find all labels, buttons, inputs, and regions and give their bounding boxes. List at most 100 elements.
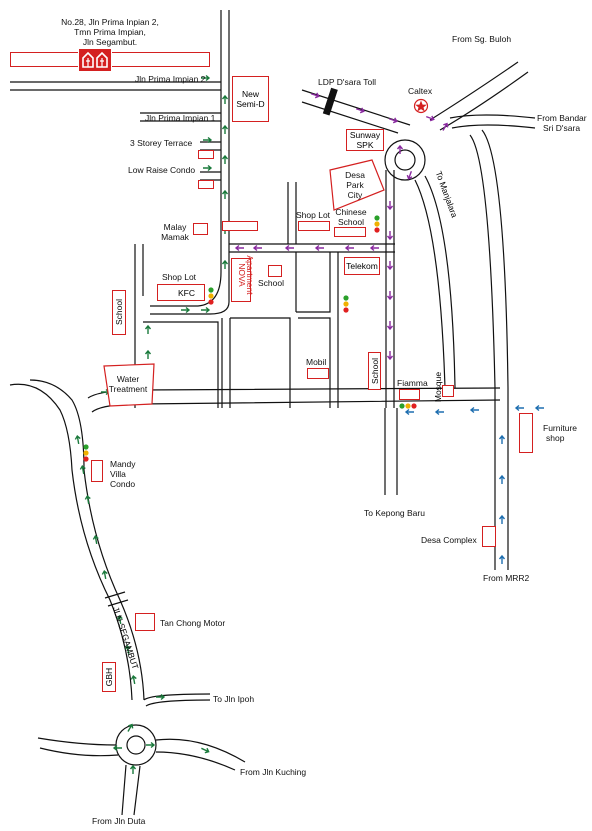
traffic-light-lamp [343, 307, 349, 313]
arrow-purple [386, 291, 394, 301]
plot-shop-lot-top [298, 221, 330, 231]
landmark-kfc: KFC [157, 284, 205, 301]
landmark-furniture-1: Furniture [543, 423, 578, 433]
landmark-mandy-2: Villa [110, 469, 126, 479]
road-main-vertical-right [150, 10, 230, 315]
traffic-light-lamp [83, 444, 89, 450]
arrow-green [130, 674, 137, 685]
traffic-light-lamp [405, 403, 411, 409]
arrow-green [144, 349, 152, 359]
road-ldp-south [301, 101, 399, 134]
arrow-green [201, 747, 210, 754]
arrow-purple [344, 244, 354, 252]
plot-mosque [442, 385, 454, 397]
arrow-blue [434, 408, 444, 416]
arrow-blue [498, 514, 506, 524]
arrow-purple [442, 122, 449, 131]
arrow-purple [355, 107, 365, 114]
arrow-green [101, 569, 108, 580]
arrow-purple [284, 244, 294, 252]
traffic-light-lamp [374, 227, 380, 233]
arrow-purple [386, 201, 394, 211]
roads [9, 10, 536, 816]
plot-chinese-school [334, 227, 366, 237]
traffic-light-lamp [399, 403, 405, 409]
address-line-2: Tmn Prima Impian, [74, 27, 146, 37]
arrow-purple [386, 351, 394, 361]
arrow-purple [406, 171, 413, 180]
landmark-school-left-label: School [114, 299, 124, 325]
road-block-mid-2 [298, 317, 331, 408]
landmark-water-2: Treatment [108, 384, 148, 394]
road-block-vertical [221, 318, 231, 408]
road-block-east [295, 252, 331, 313]
arrow-green [221, 124, 229, 134]
arrow-purple [234, 244, 244, 252]
traffic-light-lamp [374, 215, 380, 221]
arrow-purple [386, 261, 394, 271]
traffic-light-lamp [411, 403, 417, 409]
landmark-school-small: School [258, 278, 284, 288]
landmark-mandy-1: Mandy [110, 459, 136, 469]
landmark-gbh [102, 662, 116, 692]
road-label-bandar-2: Sri D'sara [543, 123, 581, 133]
rail-crossing [104, 591, 129, 607]
road-segambut-west [9, 383, 133, 701]
road-sw [37, 737, 119, 757]
landmark-kfc-label: KFC [178, 288, 195, 298]
landmark-sunway-line-2: SPK [356, 140, 374, 150]
arrow-purple [386, 321, 394, 331]
arrow-green [201, 74, 211, 82]
road-label-mrr2: From MRR2 [483, 573, 530, 583]
arrow-green [203, 164, 213, 172]
landmark-low-raise-condo: Low Raise Condo [128, 165, 196, 175]
landmark-mandy-3: Condo [110, 479, 136, 489]
arrow-green [181, 306, 191, 314]
arrow-green [221, 259, 229, 269]
landmark-school-left [112, 290, 126, 335]
traffic-light-lamp [208, 293, 214, 299]
traffic-light-lamp [208, 299, 214, 305]
plot-desa-complex [482, 526, 496, 547]
arrow-green [127, 723, 134, 732]
arrow-purple [396, 144, 404, 154]
arrow-green [74, 434, 81, 445]
arrow-purple [310, 92, 320, 99]
plot-terrace [198, 150, 214, 159]
road-mrr2 [469, 129, 509, 570]
road-manjalara-west [385, 170, 395, 408]
arrow-green [156, 693, 166, 701]
road-condo [200, 171, 221, 181]
caltex-logo [413, 98, 429, 114]
traffic-light-lamp [208, 287, 214, 293]
landmark-mobil: Mobil [306, 357, 327, 367]
landmark-caltex: Caltex [408, 86, 433, 96]
traffic-light-lamp [374, 221, 380, 227]
landmark-chinese-school-2: School [338, 217, 364, 227]
landmark-chinese-school-1: Chinese [335, 207, 367, 217]
plot-school-small [268, 265, 282, 277]
address-line-1: No.28, Jln Prima Inpian 2, [61, 17, 159, 27]
landmark-gbh-label: GBH [104, 667, 114, 687]
arrow-green [84, 494, 91, 505]
roundabout-south-inner [126, 735, 146, 755]
road-terrace [200, 141, 221, 151]
arrow-blue [498, 434, 506, 444]
arrow-purple [388, 117, 398, 124]
plot-fiamma [399, 389, 420, 400]
arrow-green [146, 741, 156, 749]
arrow-blue [534, 404, 544, 412]
landmark-desa-park-1: Desa [345, 170, 365, 180]
landmark-malay-mamak-1: Malay [163, 222, 187, 232]
arrow-green [221, 94, 229, 104]
road-sg-buloh [429, 61, 529, 131]
plot-tan-chong [135, 613, 155, 631]
road-label-sg-buloh: From Sg. Buloh [452, 34, 512, 44]
road-block-mid [230, 317, 291, 408]
roundabout-north-inner [394, 149, 416, 171]
house-logo [78, 48, 112, 72]
arrow-blue [498, 554, 506, 564]
arrow-blue [514, 404, 524, 412]
landmark-desa-park-2: Park [346, 180, 364, 190]
arrow-blue [498, 474, 506, 484]
